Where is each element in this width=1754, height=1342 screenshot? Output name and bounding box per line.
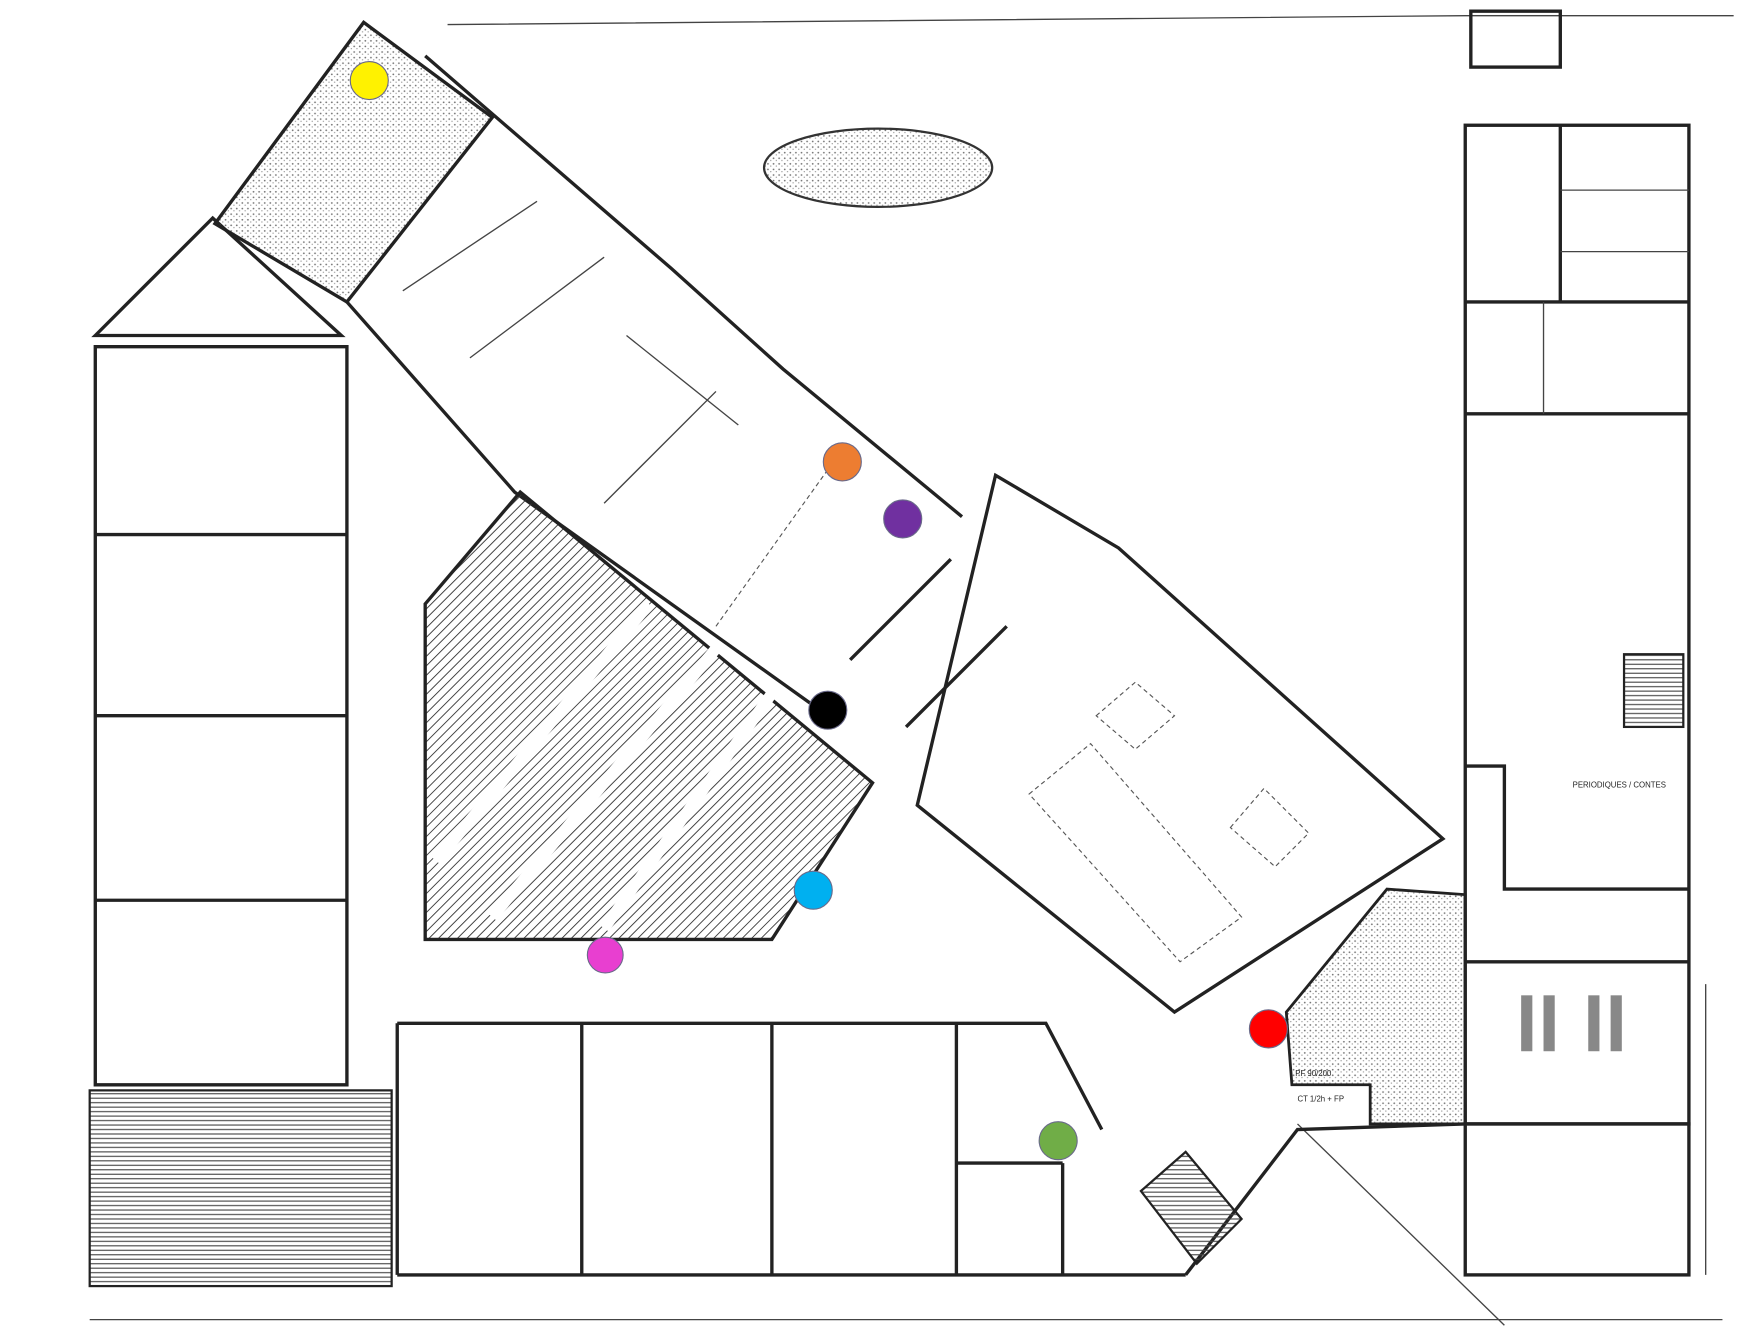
- diagonal-corridor: [345, 54, 964, 718]
- right-wing: [1463, 9, 1691, 1277]
- door-label: PF 90/200: [1295, 1069, 1332, 1078]
- bottom-rooms: [395, 1021, 1466, 1277]
- black-marker[interactable]: [808, 690, 848, 730]
- red-marker[interactable]: [1248, 1009, 1288, 1049]
- stair-south: [1139, 1150, 1244, 1266]
- magenta-marker[interactable]: [586, 936, 624, 974]
- purple-marker[interactable]: [883, 499, 923, 539]
- planter-oval: [762, 127, 994, 209]
- tables: [1521, 995, 1622, 1052]
- cyan-marker[interactable]: [793, 870, 833, 910]
- markers: [349, 60, 1288, 1161]
- deck: [88, 1089, 393, 1288]
- auditorium-aisles: [432, 600, 777, 932]
- stair-east: [1622, 653, 1685, 729]
- yellow-marker[interactable]: [349, 60, 389, 101]
- main-hall: [848, 472, 1446, 1015]
- door-rating-label: CT 1/2h + FP: [1297, 1095, 1344, 1104]
- room-label-periodiques: PERIODIQUES / CONTES: [1573, 780, 1666, 789]
- auditorium: [423, 489, 875, 942]
- orange-marker[interactable]: [822, 442, 862, 482]
- left-wing: [91, 215, 349, 1087]
- site-boundary: [89, 14, 1734, 1326]
- green-marker[interactable]: [1038, 1121, 1078, 1161]
- entrance-zone: [1284, 887, 1467, 1126]
